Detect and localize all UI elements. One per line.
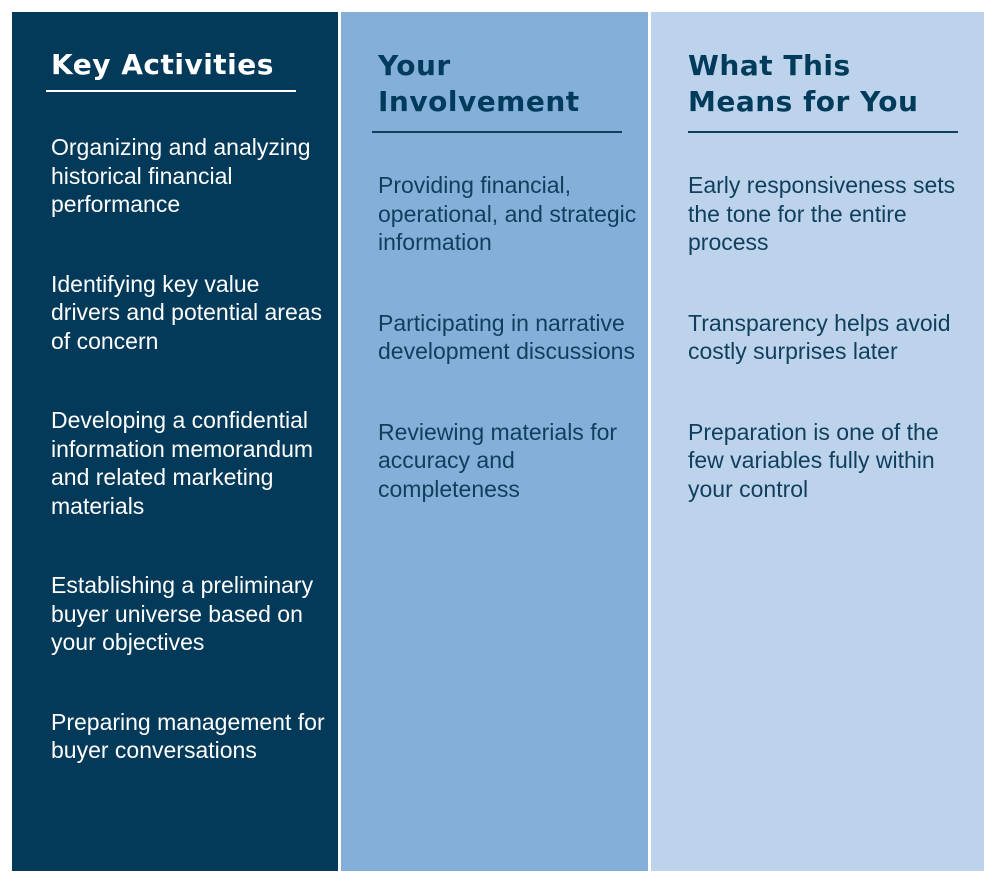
your-involvement-heading: Your Involvement <box>378 49 580 118</box>
key-activities-heading: Key Activities <box>51 48 274 81</box>
your-involvement-list: Providing financial, operational, and st… <box>378 171 648 555</box>
what-this-means-column: What This Means for You Early responsive… <box>648 12 984 871</box>
key-activity-item: Preparing management for buyer conversat… <box>51 708 325 764</box>
key-activities-column: Key Activities Organizing and analyzing … <box>12 12 338 871</box>
what-this-means-list: Early responsiveness sets the tone for t… <box>688 171 978 555</box>
meaning-item: Transparency helps avoid costly surprise… <box>688 309 951 365</box>
comparison-table: Key Activities Organizing and analyzing … <box>12 12 984 871</box>
key-activity-item: Organizing and analyzing historical fina… <box>51 134 311 217</box>
key-activity-item: Establishing a preliminary buyer univers… <box>51 572 314 655</box>
involvement-item: Participating in narrative development d… <box>378 309 635 365</box>
what-this-means-heading-rule <box>688 131 958 133</box>
what-this-means-heading: What This Means for You <box>688 49 919 118</box>
involvement-item: Reviewing materials for accuracy and com… <box>378 418 618 502</box>
your-involvement-heading-rule <box>372 131 622 133</box>
meaning-item: Preparation is one of the few variables … <box>688 418 939 502</box>
key-activity-item: Developing a confidential information me… <box>51 407 314 519</box>
key-activities-heading-rule <box>46 90 296 92</box>
meaning-item: Early responsiveness sets the tone for t… <box>688 172 956 255</box>
key-activities-list: Organizing and analyzing historical fina… <box>51 133 326 816</box>
involvement-item: Providing financial, operational, and st… <box>378 172 637 255</box>
your-involvement-column: Your Involvement Providing financial, op… <box>338 12 648 871</box>
key-activity-item: Identifying key value drivers and potent… <box>51 270 323 354</box>
